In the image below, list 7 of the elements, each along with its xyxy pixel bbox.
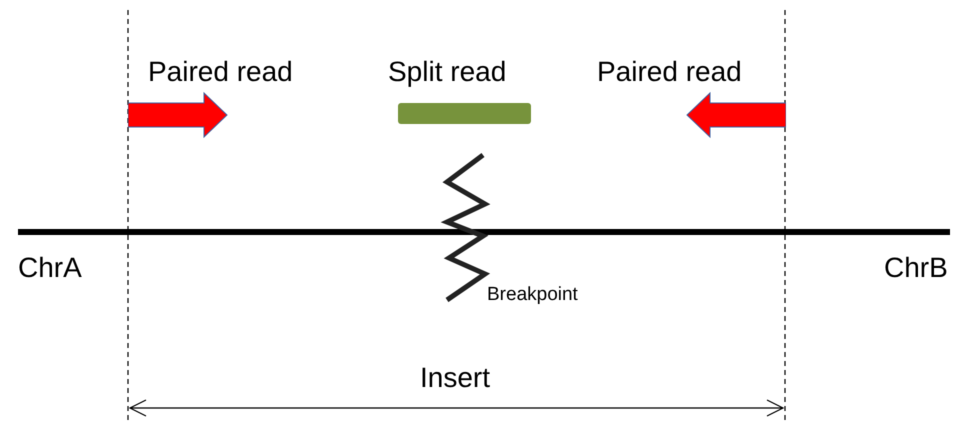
- read-label: Paired read: [597, 58, 742, 86]
- chromosome-label: ChrB: [884, 254, 948, 282]
- read-label: Paired read: [148, 58, 293, 86]
- chromosome-label: ChrA: [18, 254, 82, 282]
- breakpoint-label: Breakpoint: [487, 285, 578, 304]
- read-label: Split read: [388, 58, 506, 86]
- dimension-label: Insert: [420, 364, 490, 392]
